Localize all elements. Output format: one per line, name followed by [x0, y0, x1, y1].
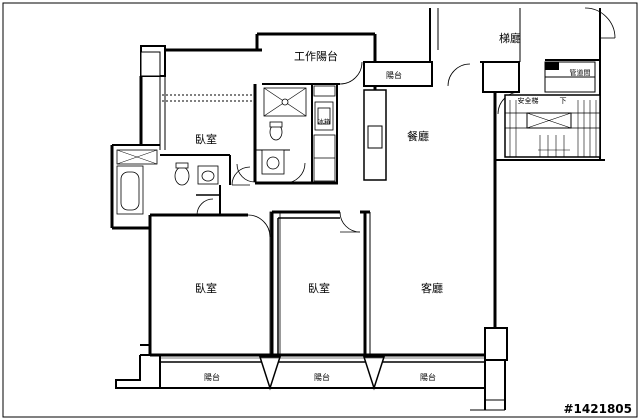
outer-walls: [110, 8, 605, 411]
stair-down-label: 下: [560, 97, 567, 105]
kitchen-fixtures: [313, 85, 336, 182]
interior-walls: [150, 83, 387, 355]
stair-hall-label: 梯廳: [499, 31, 521, 45]
door-swings: [196, 7, 616, 238]
bottom-right-balcony-label: 陽台: [420, 372, 436, 382]
bedroom-window: [159, 76, 258, 150]
stairwell: [504, 61, 601, 158]
safety-stair-label: 安全梯: [518, 96, 539, 105]
balcony-notches: [160, 356, 485, 391]
watermark-id: #1421805: [563, 402, 632, 416]
pipe-shaft-label: 管道間: [570, 68, 591, 77]
bedroom-left-label: 臥室: [195, 281, 217, 295]
bath-fixtures-left: [116, 149, 219, 215]
upper-balcony-label: 陽台: [386, 70, 402, 80]
fridge-label: 冰箱: [318, 118, 330, 126]
bedroom-top-label: 臥室: [195, 132, 217, 146]
hatched-piers: [140, 51, 281, 356]
bathroom-fixtures: [261, 87, 307, 175]
bedroom-mid-label: 臥室: [308, 281, 330, 295]
dining-label: 餐廳: [407, 129, 429, 143]
bottom-mid-balcony-label: 陽台: [314, 372, 330, 382]
bottom-left-balcony-label: 陽台: [204, 372, 220, 382]
living-room-label: 客廳: [421, 281, 443, 295]
work-balcony-label: 工作陽台: [294, 49, 338, 63]
